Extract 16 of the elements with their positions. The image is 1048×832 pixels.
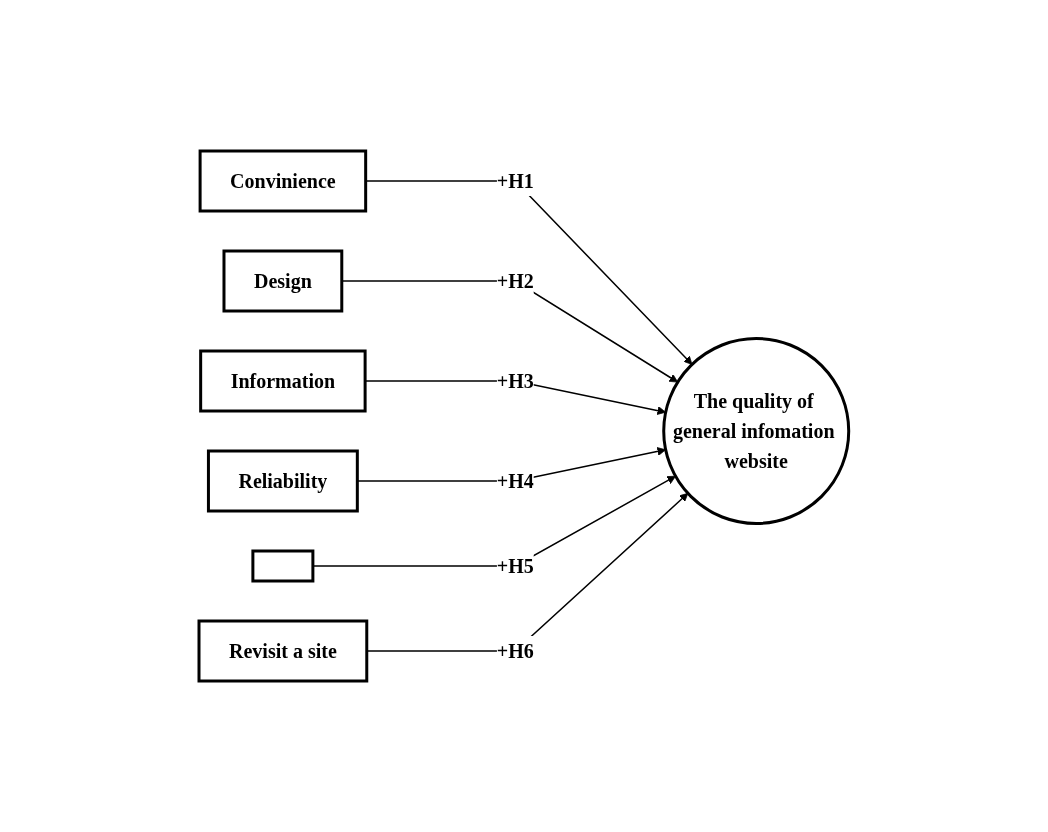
node-box: [251, 549, 315, 583]
edge-label: +H2: [496, 270, 534, 292]
edge-label: +H4: [496, 470, 534, 492]
edge-label: +H1: [496, 170, 534, 192]
node-box: Information: [199, 349, 367, 413]
edge-label: +H6: [496, 640, 534, 662]
edge-label: +H5: [496, 555, 534, 577]
arrow: [366, 492, 689, 652]
node-box: Revisit a site: [197, 619, 369, 683]
node-box: Reliability: [207, 449, 359, 513]
arrow: [341, 280, 679, 383]
node-circle: The quality of general infomation website: [662, 337, 851, 525]
arrow: [365, 180, 693, 365]
node-box: Convinience: [198, 149, 368, 213]
edge-label: +H3: [496, 370, 534, 392]
node-box: Design: [222, 249, 344, 313]
